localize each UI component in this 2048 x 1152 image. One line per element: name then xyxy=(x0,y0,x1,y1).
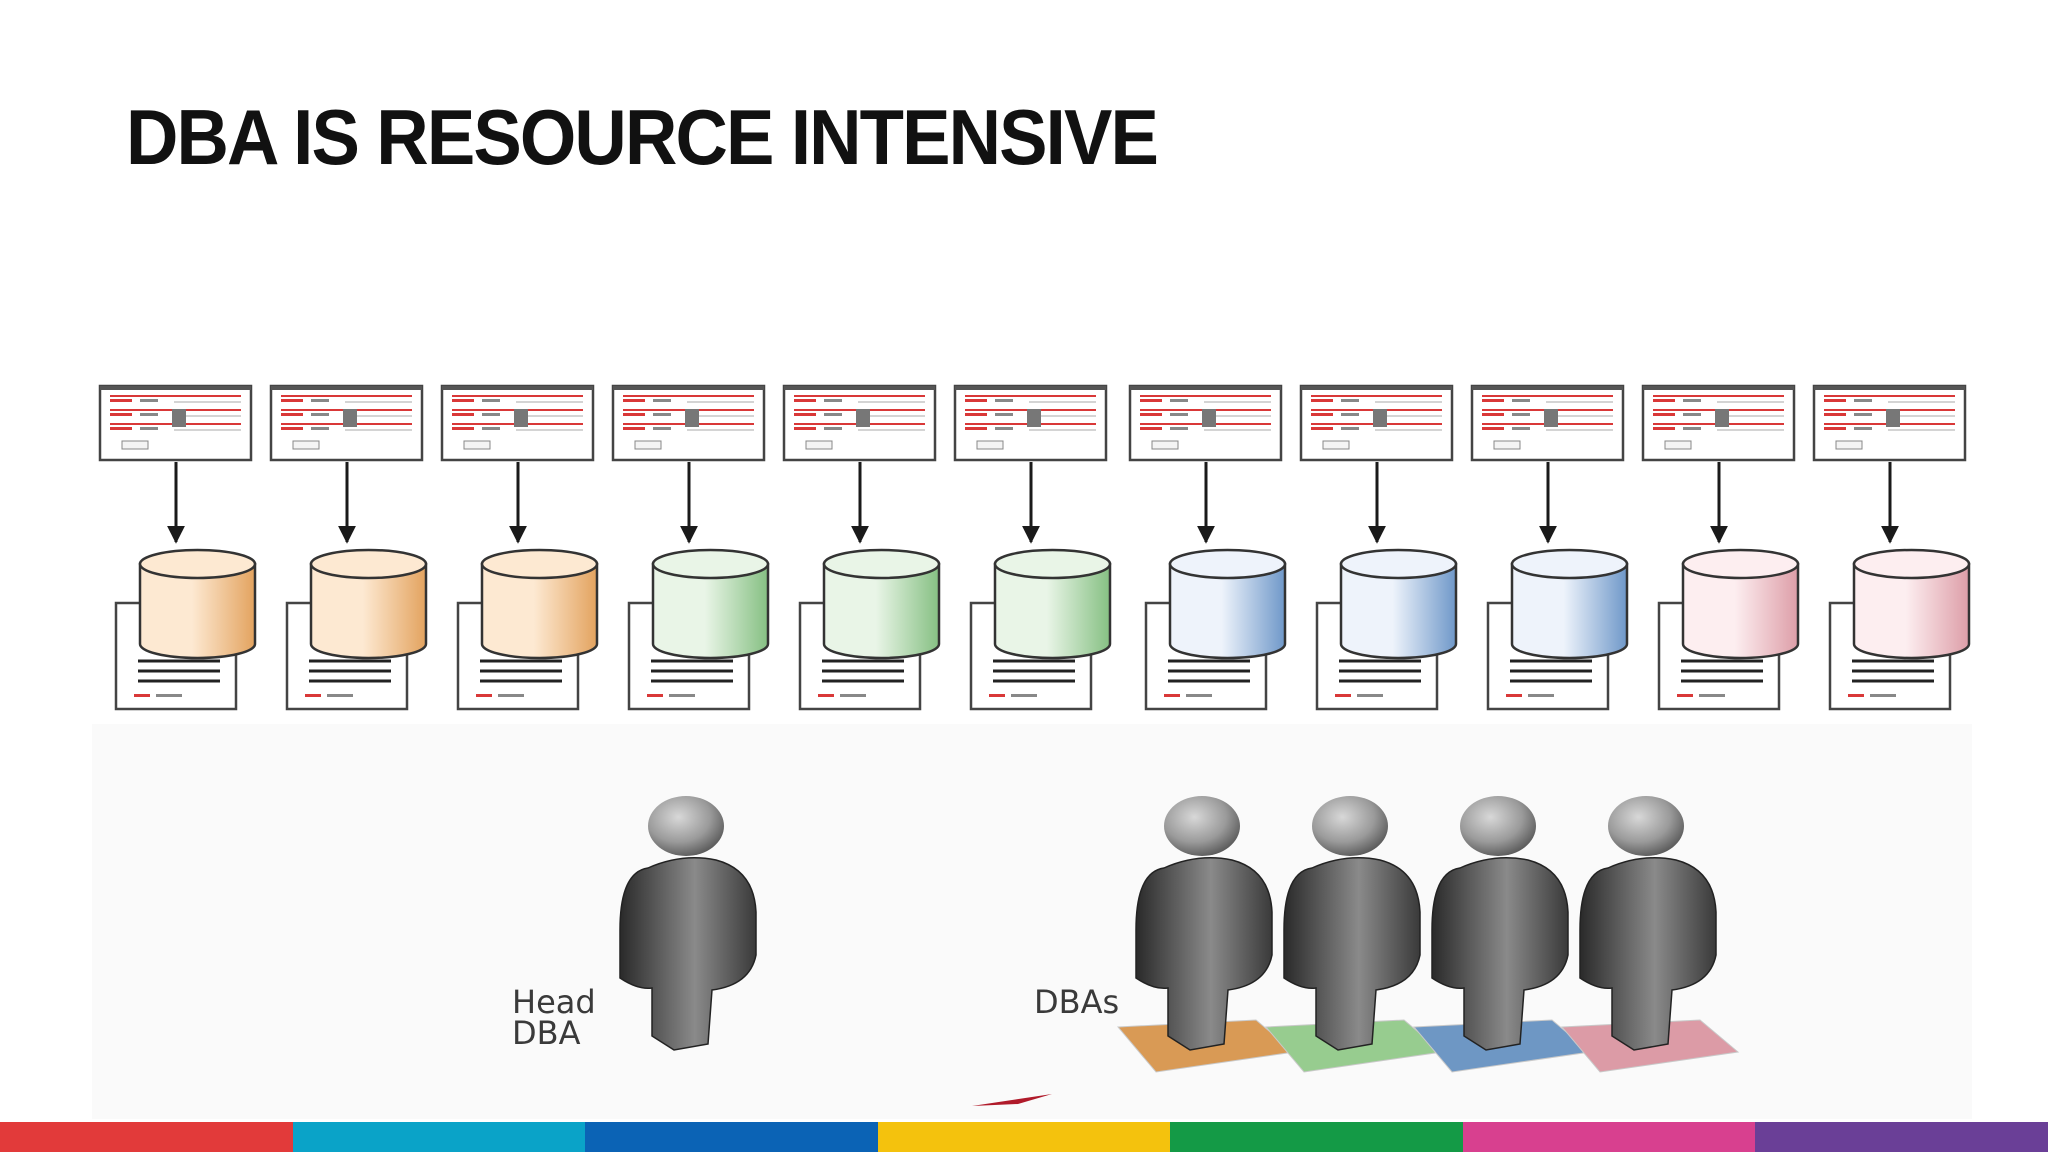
red-swoosh xyxy=(972,1094,1052,1106)
app-screen-icon xyxy=(1470,384,1625,462)
stripe-segment xyxy=(292,1122,586,1152)
database-cylinder-icon xyxy=(309,548,428,660)
database-unit xyxy=(98,384,257,711)
database-cylinder-icon xyxy=(822,548,941,660)
app-screen-icon xyxy=(611,384,766,462)
database-cylinder-icon xyxy=(138,548,257,660)
database-unit xyxy=(1641,384,1800,711)
app-screen-icon xyxy=(269,384,424,462)
stripe-segment xyxy=(1755,1122,2048,1152)
database-unit xyxy=(1470,384,1629,711)
database-unit xyxy=(440,384,599,711)
app-screen-icon xyxy=(782,384,937,462)
person-icon xyxy=(1412,796,1592,1073)
database-cylinder-icon xyxy=(651,548,770,660)
slide-title: DBA IS RESOURCE INTENSIVE xyxy=(126,93,1159,181)
database-unit xyxy=(782,384,941,711)
stripe-segment xyxy=(585,1122,878,1152)
dbas-label: DBAs xyxy=(1034,983,1119,1021)
head-dba-label-line2: DBA xyxy=(512,1014,581,1052)
database-unit xyxy=(1128,384,1287,711)
app-screen-icon xyxy=(1812,384,1967,462)
database-cylinder-icon xyxy=(1681,548,1800,660)
database-unit xyxy=(611,384,770,711)
app-screen-icon xyxy=(1299,384,1454,462)
app-screen-icon xyxy=(440,384,595,462)
database-unit xyxy=(1299,384,1458,711)
database-cylinder-icon xyxy=(1852,548,1971,660)
database-cylinder-icon xyxy=(1510,548,1629,660)
stripe-segment xyxy=(877,1122,1171,1152)
stripe-segment xyxy=(0,1122,293,1152)
database-cylinder-icon xyxy=(1339,548,1458,660)
app-screen-icon xyxy=(953,384,1108,462)
database-cylinder-icon xyxy=(993,548,1112,660)
app-screen-icon xyxy=(98,384,253,462)
database-cylinder-icon xyxy=(480,548,599,660)
person-icon xyxy=(1560,796,1740,1073)
app-screen-icon xyxy=(1641,384,1796,462)
stripe-segment xyxy=(1170,1122,1463,1152)
app-screen-icon xyxy=(1128,384,1283,462)
database-cylinder-icon xyxy=(1168,548,1287,660)
database-unit xyxy=(1812,384,1971,711)
stripe-segment xyxy=(1462,1122,1756,1152)
color-stripe xyxy=(0,1122,2048,1152)
database-unit xyxy=(269,384,428,711)
database-unit xyxy=(953,384,1112,711)
person-icon xyxy=(1264,796,1444,1073)
head-dba-label-line1: Head xyxy=(512,983,596,1021)
person-icon xyxy=(619,796,757,1051)
